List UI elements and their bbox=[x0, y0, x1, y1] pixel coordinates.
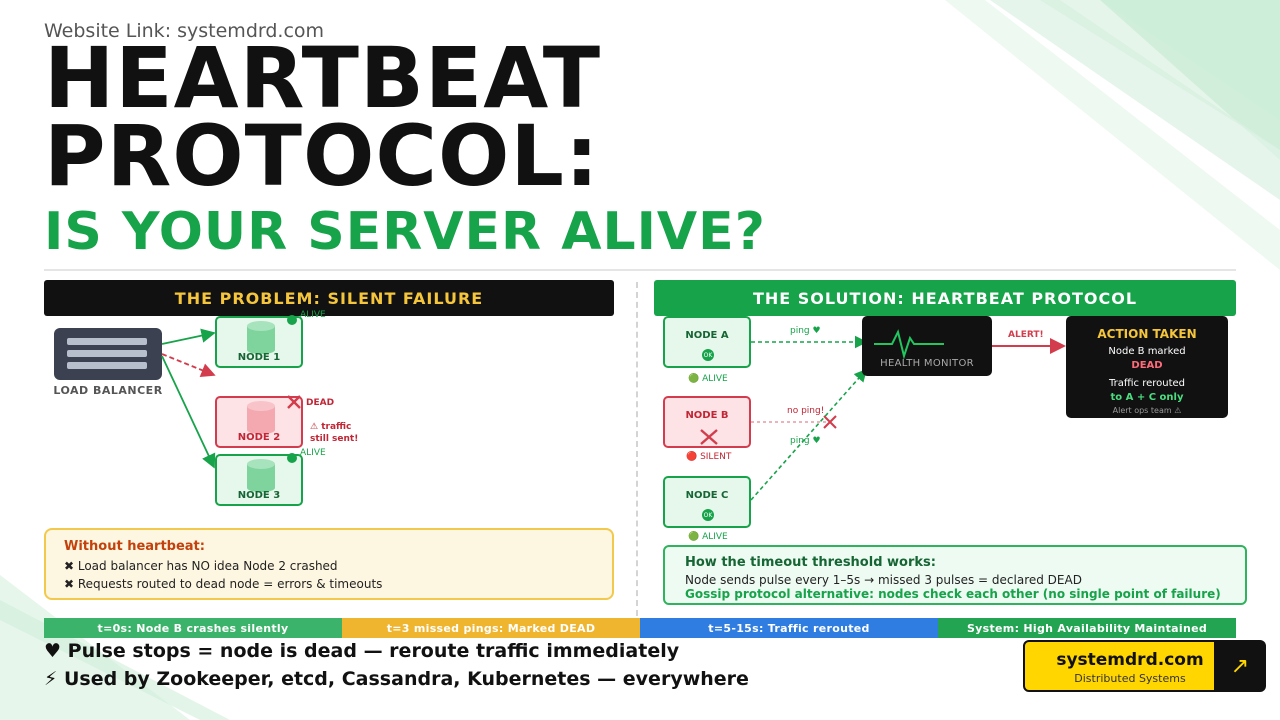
ping-c-label: ping ♥ bbox=[790, 436, 821, 446]
ok-badge: OK bbox=[702, 349, 714, 361]
timeline-segment: System: High Availability Maintained bbox=[938, 618, 1236, 638]
title-line-2: PROTOCOL: bbox=[44, 107, 600, 205]
timeout-threshold-box: How the timeout threshold works: Node se… bbox=[663, 545, 1247, 605]
node-1: NODE 1 bbox=[215, 316, 303, 368]
without-heartbeat-title: Without heartbeat: bbox=[64, 539, 205, 554]
node-3-label: NODE 3 bbox=[237, 490, 281, 501]
action-taken-box: ACTION TAKEN Node B marked DEAD Traffic … bbox=[1066, 316, 1228, 418]
panel-divider bbox=[636, 282, 638, 616]
load-balancer-icon bbox=[54, 328, 162, 380]
health-monitor: HEALTH MONITOR bbox=[862, 316, 992, 376]
node-3-status: ALIVE bbox=[300, 448, 326, 458]
node-1-status: ALIVE bbox=[300, 310, 326, 320]
load-balancer-label: LOAD BALANCER bbox=[53, 384, 163, 397]
warning-line-2: still sent! bbox=[310, 434, 359, 444]
status-dot bbox=[287, 315, 297, 325]
solution-arrows bbox=[750, 335, 1066, 501]
ping-a-label: ping ♥ bbox=[790, 326, 821, 336]
node-2-label: NODE 2 bbox=[237, 432, 281, 443]
database-icon bbox=[247, 459, 275, 492]
warning-line-1: ⚠ traffic bbox=[310, 422, 352, 432]
database-icon bbox=[247, 321, 275, 354]
status-dot bbox=[287, 453, 297, 463]
action-line-5: Alert ops team ⚠ bbox=[1112, 406, 1182, 415]
action-line-1: Node B marked bbox=[1108, 346, 1186, 357]
timeline-segment: t=0s: Node B crashes silently bbox=[44, 618, 342, 638]
no-ping-label: no ping! bbox=[787, 406, 825, 416]
timeline-segment: t=3 missed pings: Marked DEAD bbox=[342, 618, 640, 638]
heartbeat-icon bbox=[874, 329, 944, 360]
node-a-status: 🟢 ALIVE bbox=[688, 374, 728, 384]
timeline-bar: t=0s: Node B crashes silently t=3 missed… bbox=[44, 618, 1236, 638]
node-a-label: NODE A bbox=[685, 330, 729, 341]
without-line-2: ✖ Requests routed to dead node = errors … bbox=[64, 577, 383, 591]
action-title: ACTION TAKEN bbox=[1097, 327, 1197, 341]
node-3: NODE 3 bbox=[215, 454, 303, 506]
timeout-line-1: Node sends pulse every 1–5s → missed 3 p… bbox=[685, 573, 1082, 587]
solution-header: THE SOLUTION: HEARTBEAT PROTOCOL bbox=[654, 280, 1236, 316]
close-icon bbox=[287, 395, 301, 409]
problem-header: THE PROBLEM: SILENT FAILURE bbox=[44, 280, 614, 316]
node-c-status: 🟢 ALIVE bbox=[688, 532, 728, 542]
without-line-1: ✖ Load balancer has NO idea Node 2 crash… bbox=[64, 559, 338, 573]
bullet-1: ♥ Pulse stops = node is dead — reroute t… bbox=[44, 640, 680, 662]
timeout-title: How the timeout threshold works: bbox=[685, 555, 936, 570]
alert-label: ALERT! bbox=[1008, 330, 1044, 340]
timeline-segment: t=5-15s: Traffic rerouted bbox=[640, 618, 938, 638]
node-b: NODE B bbox=[663, 396, 751, 448]
health-monitor-label: HEALTH MONITOR bbox=[880, 358, 974, 369]
close-icon bbox=[700, 429, 718, 445]
problem-arrows bbox=[161, 328, 216, 469]
node-c-label: NODE C bbox=[685, 490, 729, 501]
arrow-up-right-icon[interactable]: ↗ bbox=[1214, 640, 1266, 692]
node-a: NODE A OK bbox=[663, 316, 751, 368]
action-line-2: DEAD bbox=[1131, 360, 1163, 371]
database-icon bbox=[247, 401, 275, 434]
subtitle: IS YOUR SERVER ALIVE? bbox=[44, 202, 766, 262]
node-1-label: NODE 1 bbox=[237, 352, 281, 363]
action-line-3: Traffic rerouted bbox=[1108, 378, 1186, 389]
title-line-1: HEARTBEAT bbox=[44, 29, 602, 127]
node-b-label: NODE B bbox=[685, 410, 729, 421]
cta-tagline: Distributed Systems bbox=[1074, 672, 1186, 685]
node-b-status: 🔴 SILENT bbox=[686, 452, 732, 462]
node-2-status: DEAD bbox=[306, 398, 335, 408]
action-line-4: to A + C only bbox=[1110, 392, 1184, 403]
title-divider bbox=[44, 269, 1236, 271]
timeout-line-2: Gossip protocol alternative: nodes check… bbox=[685, 587, 1221, 601]
cta-button[interactable]: systemdrd.com Distributed Systems bbox=[1023, 640, 1233, 692]
bullet-2: ⚡ Used by Zookeeper, etcd, Cassandra, Ku… bbox=[44, 668, 749, 690]
website-link[interactable]: Website Link: systemdrd.com bbox=[44, 20, 325, 42]
without-heartbeat-box: Without heartbeat: ✖ Load balancer has N… bbox=[44, 528, 614, 600]
cta-site-name: systemdrd.com bbox=[1056, 650, 1204, 670]
ok-badge: OK bbox=[702, 509, 714, 521]
node-2: NODE 2 bbox=[215, 396, 303, 448]
node-c: NODE C OK bbox=[663, 476, 751, 528]
